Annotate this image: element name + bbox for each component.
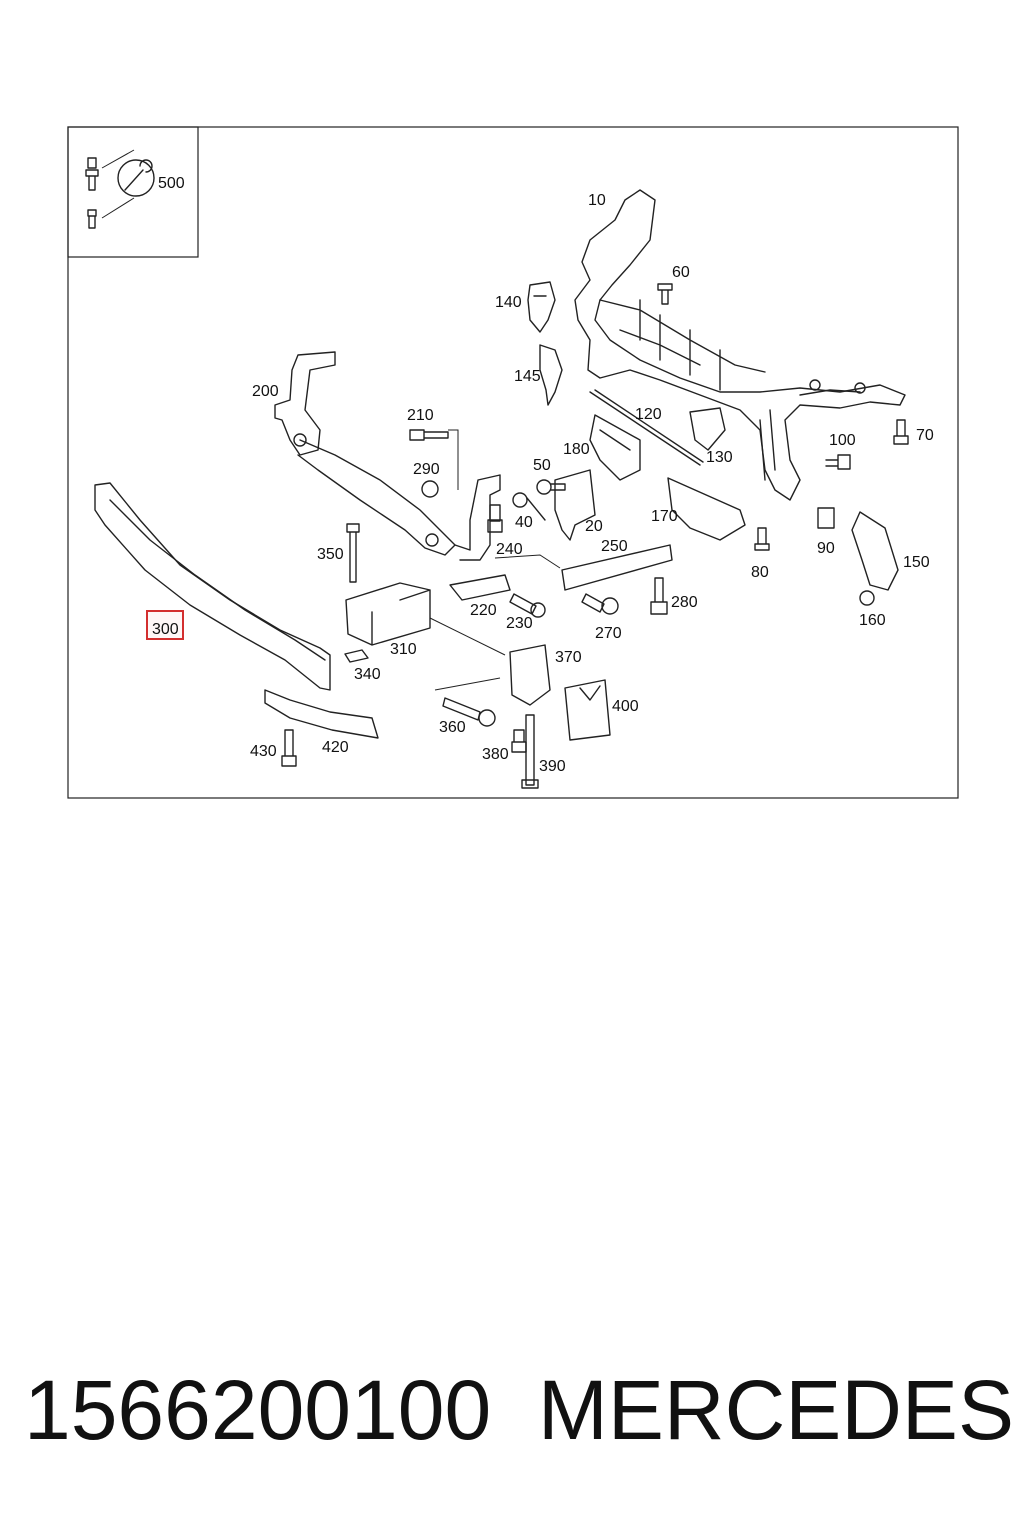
callout-20: 20 <box>585 518 603 535</box>
callout-230: 230 <box>506 615 533 632</box>
callout-280: 280 <box>671 594 698 611</box>
bracket-220 <box>449 574 511 601</box>
callout-160: 160 <box>859 612 886 629</box>
front-carrier-10 <box>574 189 906 501</box>
caption: 1566200100 MERCEDES <box>24 1368 1014 1452</box>
clip-50-bolt-40-latch-20 <box>512 469 596 541</box>
callout-340: 340 <box>354 666 381 683</box>
callout-370: 370 <box>555 649 582 666</box>
inset-frame <box>67 126 199 258</box>
shield-170 <box>667 477 746 541</box>
clip-nut-90 <box>817 507 835 529</box>
callout-290: 290 <box>413 461 440 478</box>
callout-10: 10 <box>588 192 606 209</box>
callout-400: 400 <box>612 698 639 715</box>
callout-210: 210 <box>407 407 434 424</box>
callout-350: 350 <box>317 546 344 563</box>
callout-100: 100 <box>829 432 856 449</box>
brand-name: MERCEDES <box>537 1363 1014 1457</box>
diagram-frame <box>67 126 959 799</box>
bracket-145 <box>539 344 563 406</box>
bracket-310 <box>345 582 431 646</box>
bracket-180 <box>589 414 641 481</box>
callout-240: 240 <box>496 541 523 558</box>
callout-60: 60 <box>672 264 690 281</box>
lower-trim-420 <box>264 689 379 739</box>
callout-270: 270 <box>595 625 622 642</box>
bracket-240 <box>487 504 561 569</box>
bolt-210 <box>409 429 459 490</box>
plate-340 <box>344 649 369 663</box>
callout-430: 430 <box>250 743 277 760</box>
bumper-beam-300 <box>94 482 331 691</box>
callout-220: 220 <box>470 602 497 619</box>
bolt-430 <box>281 729 297 767</box>
callout-145: 145 <box>514 368 541 385</box>
callout-380: 380 <box>482 746 509 763</box>
bolt-230 <box>509 593 546 618</box>
inset-tool-icons <box>85 149 155 229</box>
callout-390: 390 <box>539 758 566 775</box>
callout-140: 140 <box>495 294 522 311</box>
bolt-60 <box>657 283 673 305</box>
bolt-100 <box>825 454 851 470</box>
bolt-350 <box>346 523 360 583</box>
bolt-280 <box>650 577 668 615</box>
part-number: 1566200100 <box>24 1363 492 1457</box>
callout-300: 300 <box>152 621 179 638</box>
rod-120 <box>589 389 704 466</box>
callout-170: 170 <box>651 508 678 525</box>
callout-250: 250 <box>601 538 628 555</box>
bracket-150 <box>851 511 899 591</box>
bolts-380-390 <box>511 714 539 789</box>
callout-90: 90 <box>817 540 835 557</box>
crossmember-200 <box>274 351 501 561</box>
bolt-270 <box>581 593 619 615</box>
callout-70: 70 <box>916 427 934 444</box>
callout-180: 180 <box>563 441 590 458</box>
bolt-80 <box>754 527 770 551</box>
wrench-icon <box>117 159 155 197</box>
callout-130: 130 <box>706 449 733 466</box>
bolt-70 <box>893 419 909 445</box>
nut-160 <box>859 590 875 606</box>
bracket-130 <box>689 407 726 451</box>
bracket-370 <box>429 617 551 706</box>
guide-400 <box>564 679 611 741</box>
callout-labels: 500 10 60 140 145 200 210 120 130 180 10… <box>152 175 934 775</box>
washer-290 <box>421 480 439 498</box>
callout-150: 150 <box>903 554 930 571</box>
callout-120: 120 <box>635 406 662 423</box>
callout-360: 360 <box>439 719 466 736</box>
callout-500: 500 <box>158 175 185 192</box>
callout-200: 200 <box>252 383 279 400</box>
callout-310: 310 <box>390 641 417 658</box>
callout-40: 40 <box>515 514 533 531</box>
highlight-box-300 <box>146 610 184 640</box>
bolt-360 <box>442 697 496 727</box>
callout-420: 420 <box>322 739 349 756</box>
callout-50: 50 <box>533 457 551 474</box>
bracket-140 <box>527 281 556 333</box>
callout-80: 80 <box>751 564 769 581</box>
reinforcement-250 <box>561 544 673 591</box>
